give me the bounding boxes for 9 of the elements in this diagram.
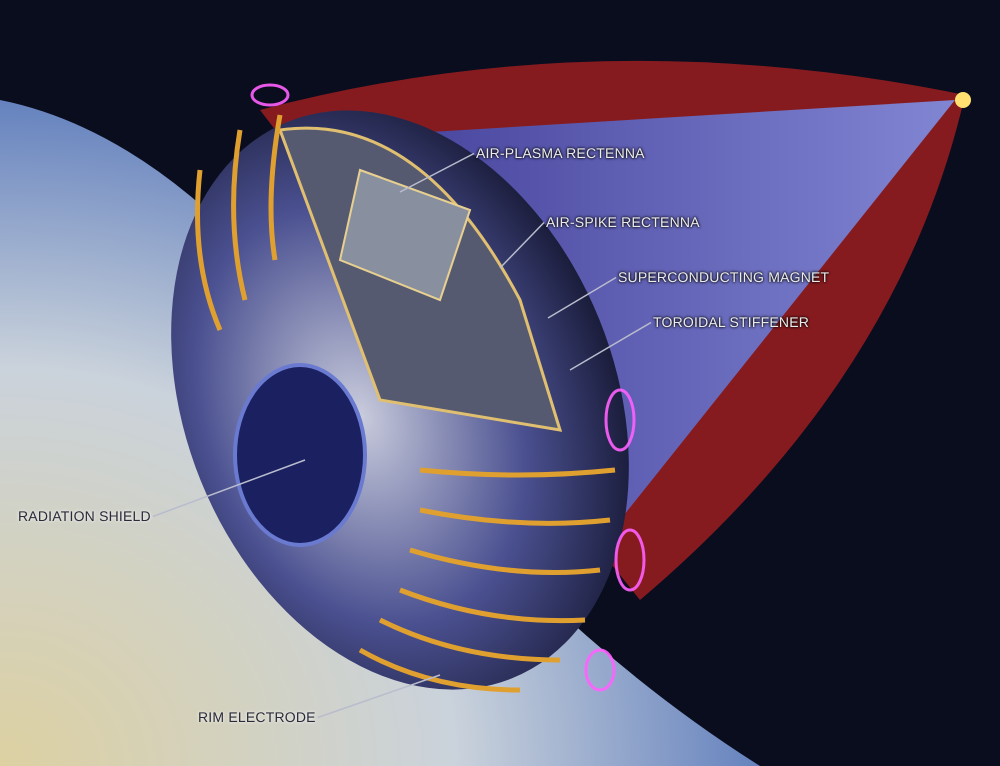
- part-label: AIR-SPIKE RECTENNA: [546, 214, 700, 231]
- leader-line: [152, 459, 306, 518]
- leader-line: [317, 674, 440, 718]
- part-label: RADIATION SHIELD: [18, 508, 151, 525]
- leader-line: [570, 322, 652, 371]
- part-label: RIM ELECTRODE: [198, 709, 316, 726]
- leader-line: [499, 222, 545, 269]
- part-label: AIR-PLASMA RECTENNA: [476, 145, 645, 162]
- leader-line: [548, 276, 616, 319]
